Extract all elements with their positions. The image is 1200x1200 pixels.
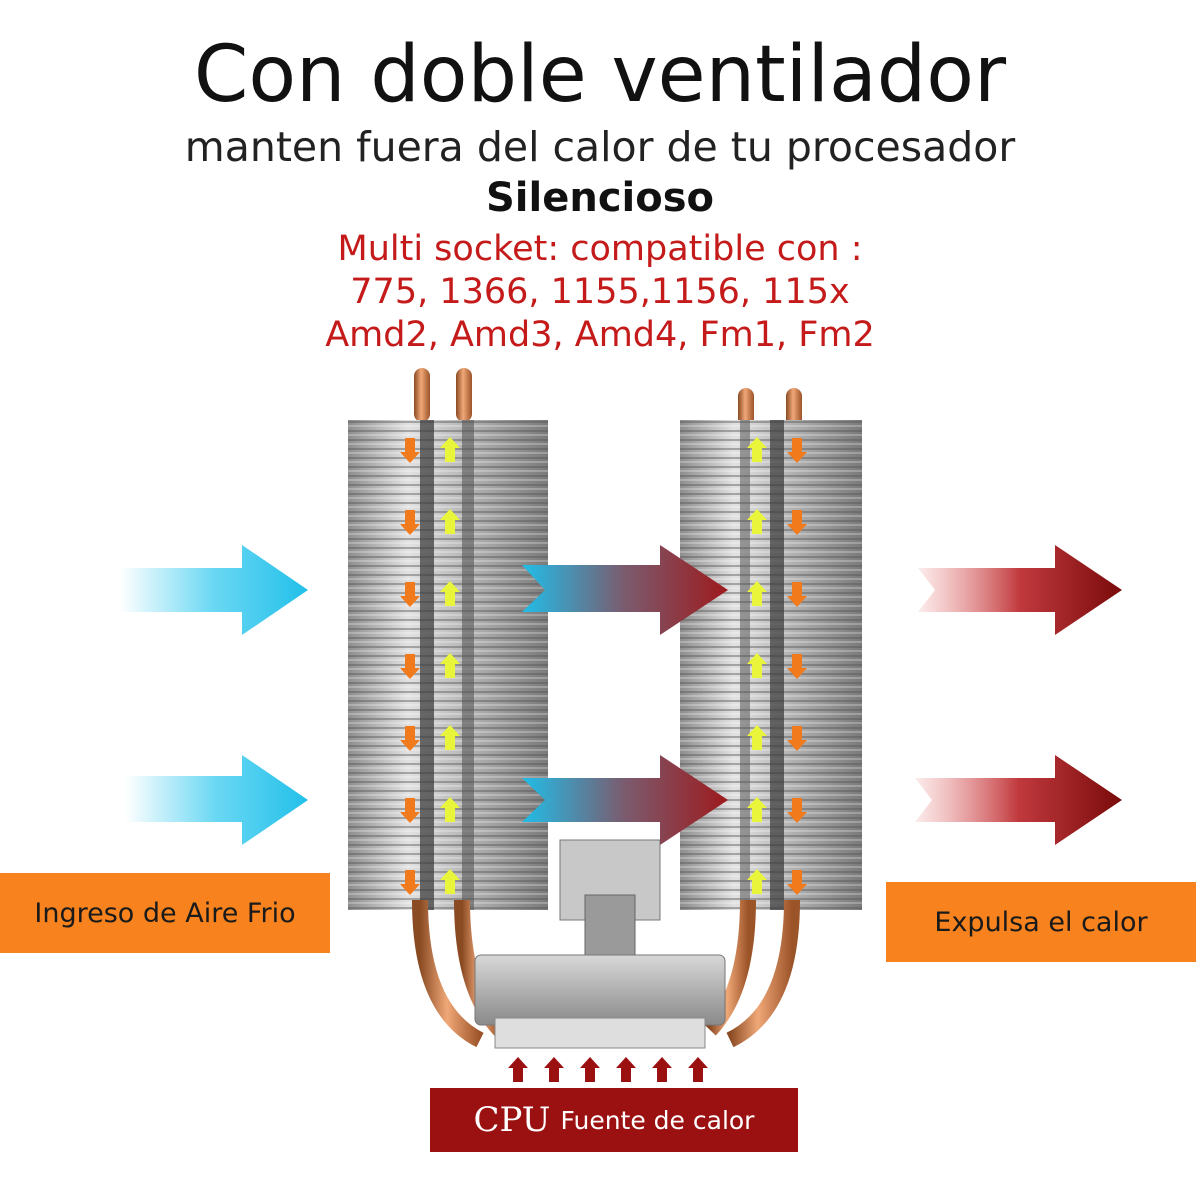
right-heatsink-fins xyxy=(680,420,862,910)
page-subtitle: manten fuera del calor de tu procesador xyxy=(184,123,1016,171)
heatpipe-down-arrow xyxy=(400,582,420,607)
heatpipe-up-arrow xyxy=(747,869,767,894)
compat-line-2: 775, 1366, 1155,1156, 115x xyxy=(350,272,850,312)
heatpipe-flow-arrows xyxy=(400,437,807,895)
heatpipe-down-arrow xyxy=(787,870,807,895)
heatpipe-up-arrow xyxy=(440,437,460,462)
cpu-heat-arrows xyxy=(508,1057,708,1082)
heatpipe-up-arrow xyxy=(747,653,767,678)
transfer-arrow-bottom xyxy=(522,755,728,845)
heatpipe-down-arrow xyxy=(400,438,420,463)
exhaust-label: Expulsa el calor xyxy=(886,882,1196,962)
heatpipe-down-arrow xyxy=(400,870,420,895)
heatpipe-down-arrow xyxy=(787,582,807,607)
center-mount xyxy=(559,839,661,996)
heatpipe-down-arrow xyxy=(400,654,420,679)
cpu-heat-arrow xyxy=(508,1057,528,1082)
cpu-heat-arrow xyxy=(616,1057,636,1082)
heatpipe-up-arrow xyxy=(747,509,767,534)
page-title: Con doble ventilador xyxy=(193,30,1007,120)
cpu-label-sub: Fuente de calor xyxy=(560,1105,755,1135)
heatpipe-up-arrow xyxy=(440,725,460,750)
heatpipe-down-arrow xyxy=(787,654,807,679)
heatpipe-down-arrow xyxy=(787,438,807,463)
heatpipe-up-arrow xyxy=(440,869,460,894)
cpu-label-main: CPU xyxy=(473,1100,551,1140)
heatpipe-down-arrow xyxy=(400,510,420,535)
heatpipe-down-arrow xyxy=(787,798,807,823)
base-plate xyxy=(474,954,726,1049)
heatpipe-down-arrow xyxy=(400,726,420,751)
heatpipe-down-arrow xyxy=(787,510,807,535)
heatpipe-up-arrow xyxy=(747,581,767,606)
heatpipe-up-arrow xyxy=(440,797,460,822)
transfer-arrow-top xyxy=(522,545,728,635)
cpu-heat-arrow xyxy=(544,1057,564,1082)
cold-air-arrow-top xyxy=(120,545,308,635)
cpu-heat-arrow xyxy=(688,1057,708,1082)
cold-air-arrow-bottom xyxy=(125,755,308,845)
heatpipe-up-arrow xyxy=(747,437,767,462)
cpu-heat-arrow xyxy=(580,1057,600,1082)
cpu-heat-arrow xyxy=(652,1057,672,1082)
tagline: Silencioso xyxy=(485,175,715,221)
heatpipe-down-arrow xyxy=(400,798,420,823)
cpu-label: CPU Fuente de calor xyxy=(430,1088,798,1152)
compat-line-1: Multi socket: compatible con : xyxy=(337,229,863,269)
heatpipe-up-arrow xyxy=(440,581,460,606)
heatpipe-up-arrow xyxy=(440,509,460,534)
heatpipe-tips xyxy=(414,368,802,428)
hot-air-arrow-top xyxy=(918,545,1122,635)
compat-line-3: Amd2, Amd3, Amd4, Fm1, Fm2 xyxy=(325,315,875,355)
heatpipe-up-arrow xyxy=(440,653,460,678)
intake-label: Ingreso de Aire Frio xyxy=(0,873,330,953)
hot-air-arrow-bottom xyxy=(915,755,1122,845)
heatpipe-down-arrow xyxy=(787,726,807,751)
heatpipe-up-arrow xyxy=(747,725,767,750)
heatpipe-up-arrow xyxy=(747,797,767,822)
